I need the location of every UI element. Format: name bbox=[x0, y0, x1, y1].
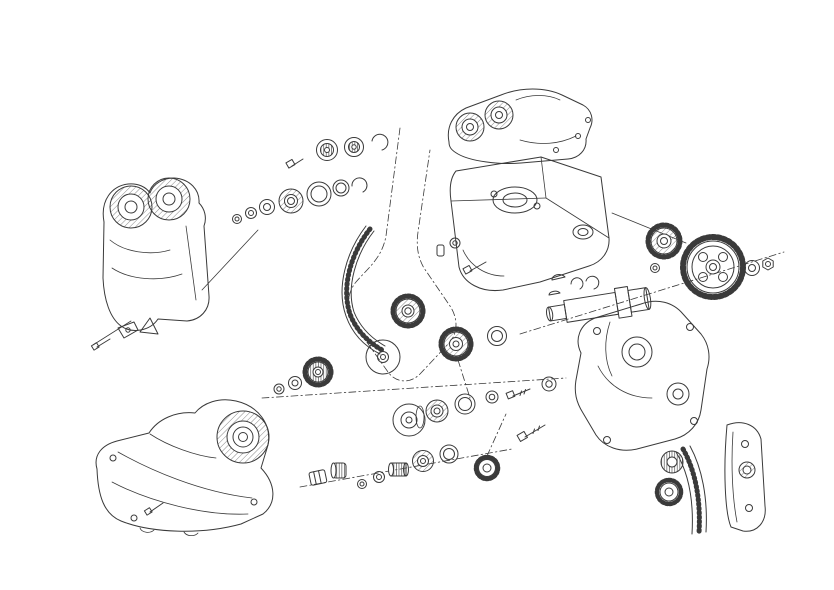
roller-bearing-lower bbox=[412, 450, 434, 472]
gear-nut bbox=[762, 257, 774, 271]
crankcase-half bbox=[574, 300, 710, 451]
flanged-pulley bbox=[392, 403, 426, 437]
flat-washer bbox=[485, 390, 499, 404]
end-washer bbox=[541, 376, 557, 392]
small-bolt bbox=[357, 479, 367, 489]
spacer-small bbox=[650, 263, 660, 273]
idler-gear bbox=[390, 293, 426, 329]
cover-bracket bbox=[117, 321, 139, 339]
head-stud bbox=[436, 244, 445, 257]
camshaft-cover bbox=[447, 88, 593, 164]
shaft-key bbox=[548, 290, 561, 296]
spacer-ring bbox=[487, 326, 507, 346]
head-bolt bbox=[462, 261, 487, 275]
hex-bolt bbox=[516, 424, 546, 442]
camshaft-belt-pulley bbox=[302, 356, 334, 388]
belt-phantom-outline bbox=[347, 127, 457, 382]
bearing-ring bbox=[454, 393, 476, 415]
upper-washer-stack bbox=[232, 177, 368, 224]
retaining-ring-lower bbox=[439, 444, 459, 464]
side-cover bbox=[724, 422, 766, 532]
stud-bolt bbox=[505, 388, 531, 400]
upper-roller-stack bbox=[285, 133, 389, 169]
grooved-bushing bbox=[330, 462, 347, 479]
drive-pulley-disc bbox=[365, 339, 401, 375]
outer-timing-cover bbox=[95, 399, 274, 537]
gear-washer bbox=[744, 260, 760, 276]
toothed-belt-pulley bbox=[438, 326, 474, 362]
spacer-sleeve bbox=[388, 462, 409, 477]
washer-pair bbox=[273, 376, 302, 395]
woodruff-key bbox=[551, 274, 566, 281]
tensioner-pad bbox=[308, 469, 328, 486]
ball-bearing bbox=[425, 399, 449, 423]
shaft-circlip bbox=[570, 277, 584, 290]
toothed-wheel-lower bbox=[473, 454, 501, 482]
outer-cover-bolt bbox=[143, 502, 164, 516]
primary-gear bbox=[645, 222, 683, 260]
small-washer bbox=[373, 471, 385, 483]
vertical-belt-drive bbox=[654, 445, 707, 536]
cylinder-head bbox=[449, 156, 610, 292]
head-circlip bbox=[585, 275, 600, 290]
alignment-axes bbox=[261, 251, 785, 488]
cover-bolt bbox=[90, 338, 111, 351]
camshaft-drive-gear bbox=[680, 234, 746, 300]
camshaft bbox=[545, 285, 652, 323]
timing-belt bbox=[341, 225, 386, 355]
head-washer bbox=[449, 237, 461, 249]
inner-timing-belt-cover bbox=[102, 177, 210, 335]
